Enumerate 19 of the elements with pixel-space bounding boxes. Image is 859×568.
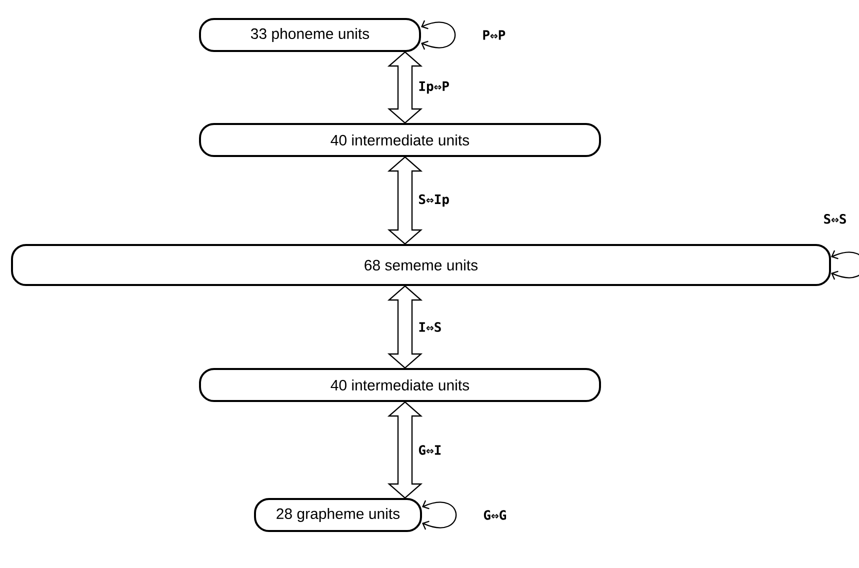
edge-label: P⇔P — [483, 30, 506, 40]
edge-label: S⇔Ip — [419, 194, 449, 207]
loop-arrow — [422, 500, 457, 530]
loop-arrow — [831, 250, 859, 280]
edge-label: I⇔S — [419, 322, 441, 332]
edge-label: Ip⇔P — [419, 81, 449, 94]
edge-label: G⇔G — [484, 510, 506, 520]
unit-box: 40 intermediate units — [199, 368, 601, 402]
double-arrow — [387, 401, 423, 499]
double-arrow — [387, 51, 423, 124]
unit-box: 68 sememe units — [11, 244, 831, 286]
edge-label: S⇔S — [824, 214, 846, 224]
unit-box: 33 phoneme units — [199, 18, 421, 52]
double-arrow — [387, 156, 423, 245]
unit-box: 40 intermediate units — [199, 123, 601, 157]
edge-label: G⇔I — [418, 445, 441, 455]
double-arrow — [387, 285, 423, 369]
unit-box: 28 grapheme units — [254, 498, 422, 532]
loop-arrow — [421, 20, 456, 50]
